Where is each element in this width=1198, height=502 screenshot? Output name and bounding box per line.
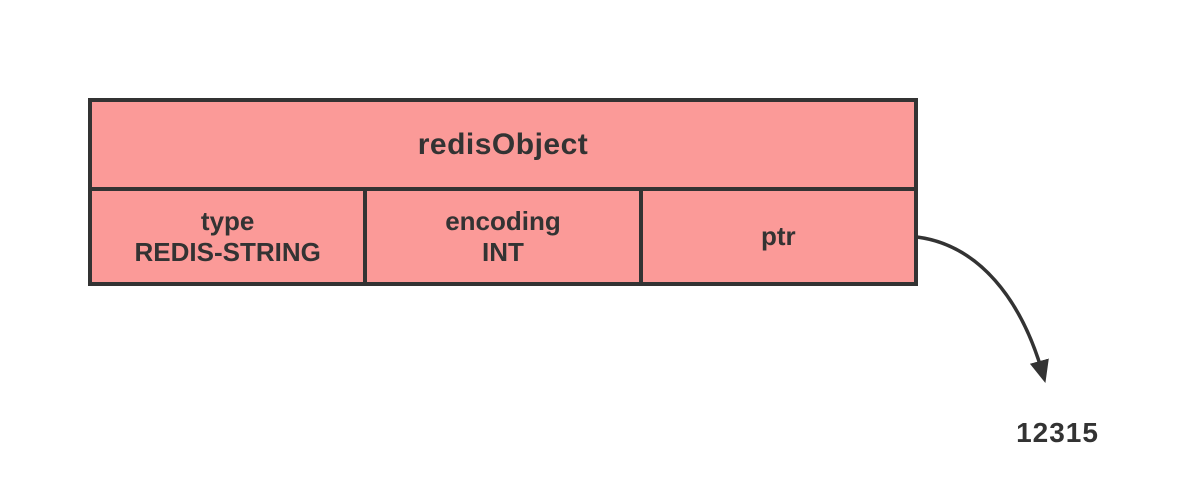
cell-type: type REDIS-STRING	[92, 191, 363, 282]
cell-ptr: ptr	[638, 191, 914, 282]
cell-encoding: encoding INT	[363, 191, 638, 282]
cell-type-value: REDIS-STRING	[134, 236, 321, 267]
cell-encoding-value: INT	[482, 236, 524, 267]
cell-ptr-label: ptr	[760, 221, 796, 251]
table-header-redisobject: redisObject	[92, 102, 914, 191]
cell-type-label: type	[200, 205, 255, 236]
table-body-row: type REDIS-STRING encoding INT ptr	[92, 191, 914, 282]
redis-object-table: redisObject type REDIS-STRING encoding I…	[88, 98, 918, 286]
pointer-value: 12315	[1016, 417, 1099, 448]
cell-encoding-label: encoding	[445, 205, 561, 236]
